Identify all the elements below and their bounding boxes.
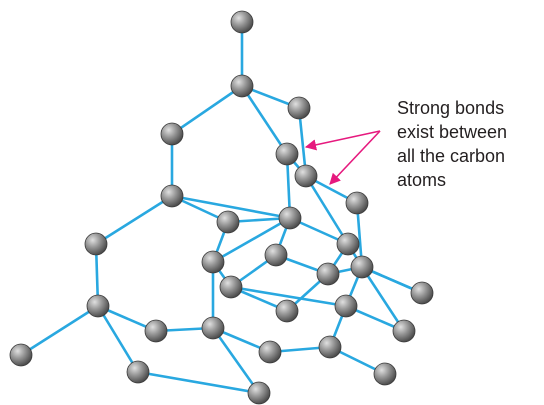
carbon-bond [211, 216, 292, 264]
carbon-atom [318, 335, 342, 359]
carbon-atom [392, 319, 416, 343]
carbon-bond [94, 194, 174, 246]
carbon-atom [84, 232, 108, 256]
annotation-text: Strong bonds exist between all the carbo… [397, 96, 544, 192]
carbon-atom [350, 255, 374, 279]
carbon-atom [126, 360, 150, 384]
annotation-arrow-lower [329, 130, 381, 185]
carbon-atom [264, 243, 288, 267]
annotation-line-2: exist between [397, 122, 508, 142]
carbon-bond [360, 265, 406, 333]
carbon-atom [144, 319, 168, 343]
annotation-arrow-upper [304, 130, 381, 151]
carbon-atom [230, 74, 254, 98]
carbon-bond [170, 84, 244, 136]
carbon-atom [294, 164, 318, 188]
carbon-bond [240, 84, 289, 156]
carbon-bond [96, 304, 140, 374]
carbon-atom [336, 232, 360, 256]
carbon-atom [247, 381, 271, 405]
carbon-atom [160, 184, 184, 208]
carbon-atom [160, 122, 184, 146]
annotation-arrows [304, 130, 381, 185]
carbon-atom [216, 210, 240, 234]
carbon-atom [201, 316, 225, 340]
carbon-bond [19, 304, 100, 357]
carbon-atom [9, 343, 33, 367]
annotation-line-1: Strong bonds [397, 98, 505, 118]
carbon-bond [229, 285, 348, 308]
annotation-line-3: all the carbon [397, 146, 506, 166]
carbon-bond [170, 194, 292, 220]
carbon-atom [373, 362, 397, 386]
carbon-bond [136, 370, 261, 395]
carbon-atom [410, 281, 434, 305]
carbon-atom [86, 294, 110, 318]
atoms-layer [9, 10, 434, 405]
annotation-line-4: atoms [397, 170, 447, 190]
carbon-atom [201, 250, 225, 274]
carbon-atom [278, 206, 302, 230]
carbon-atom [230, 10, 254, 34]
carbon-atom [345, 191, 369, 215]
carbon-atom [334, 294, 358, 318]
carbon-atom [287, 96, 311, 120]
carbon-atom [219, 275, 243, 299]
carbon-bond [211, 326, 261, 395]
carbon-bond [304, 174, 350, 246]
carbon-atom [275, 142, 299, 166]
carbon-atom [275, 299, 299, 323]
carbon-atom [316, 262, 340, 286]
carbon-atom [258, 340, 282, 364]
